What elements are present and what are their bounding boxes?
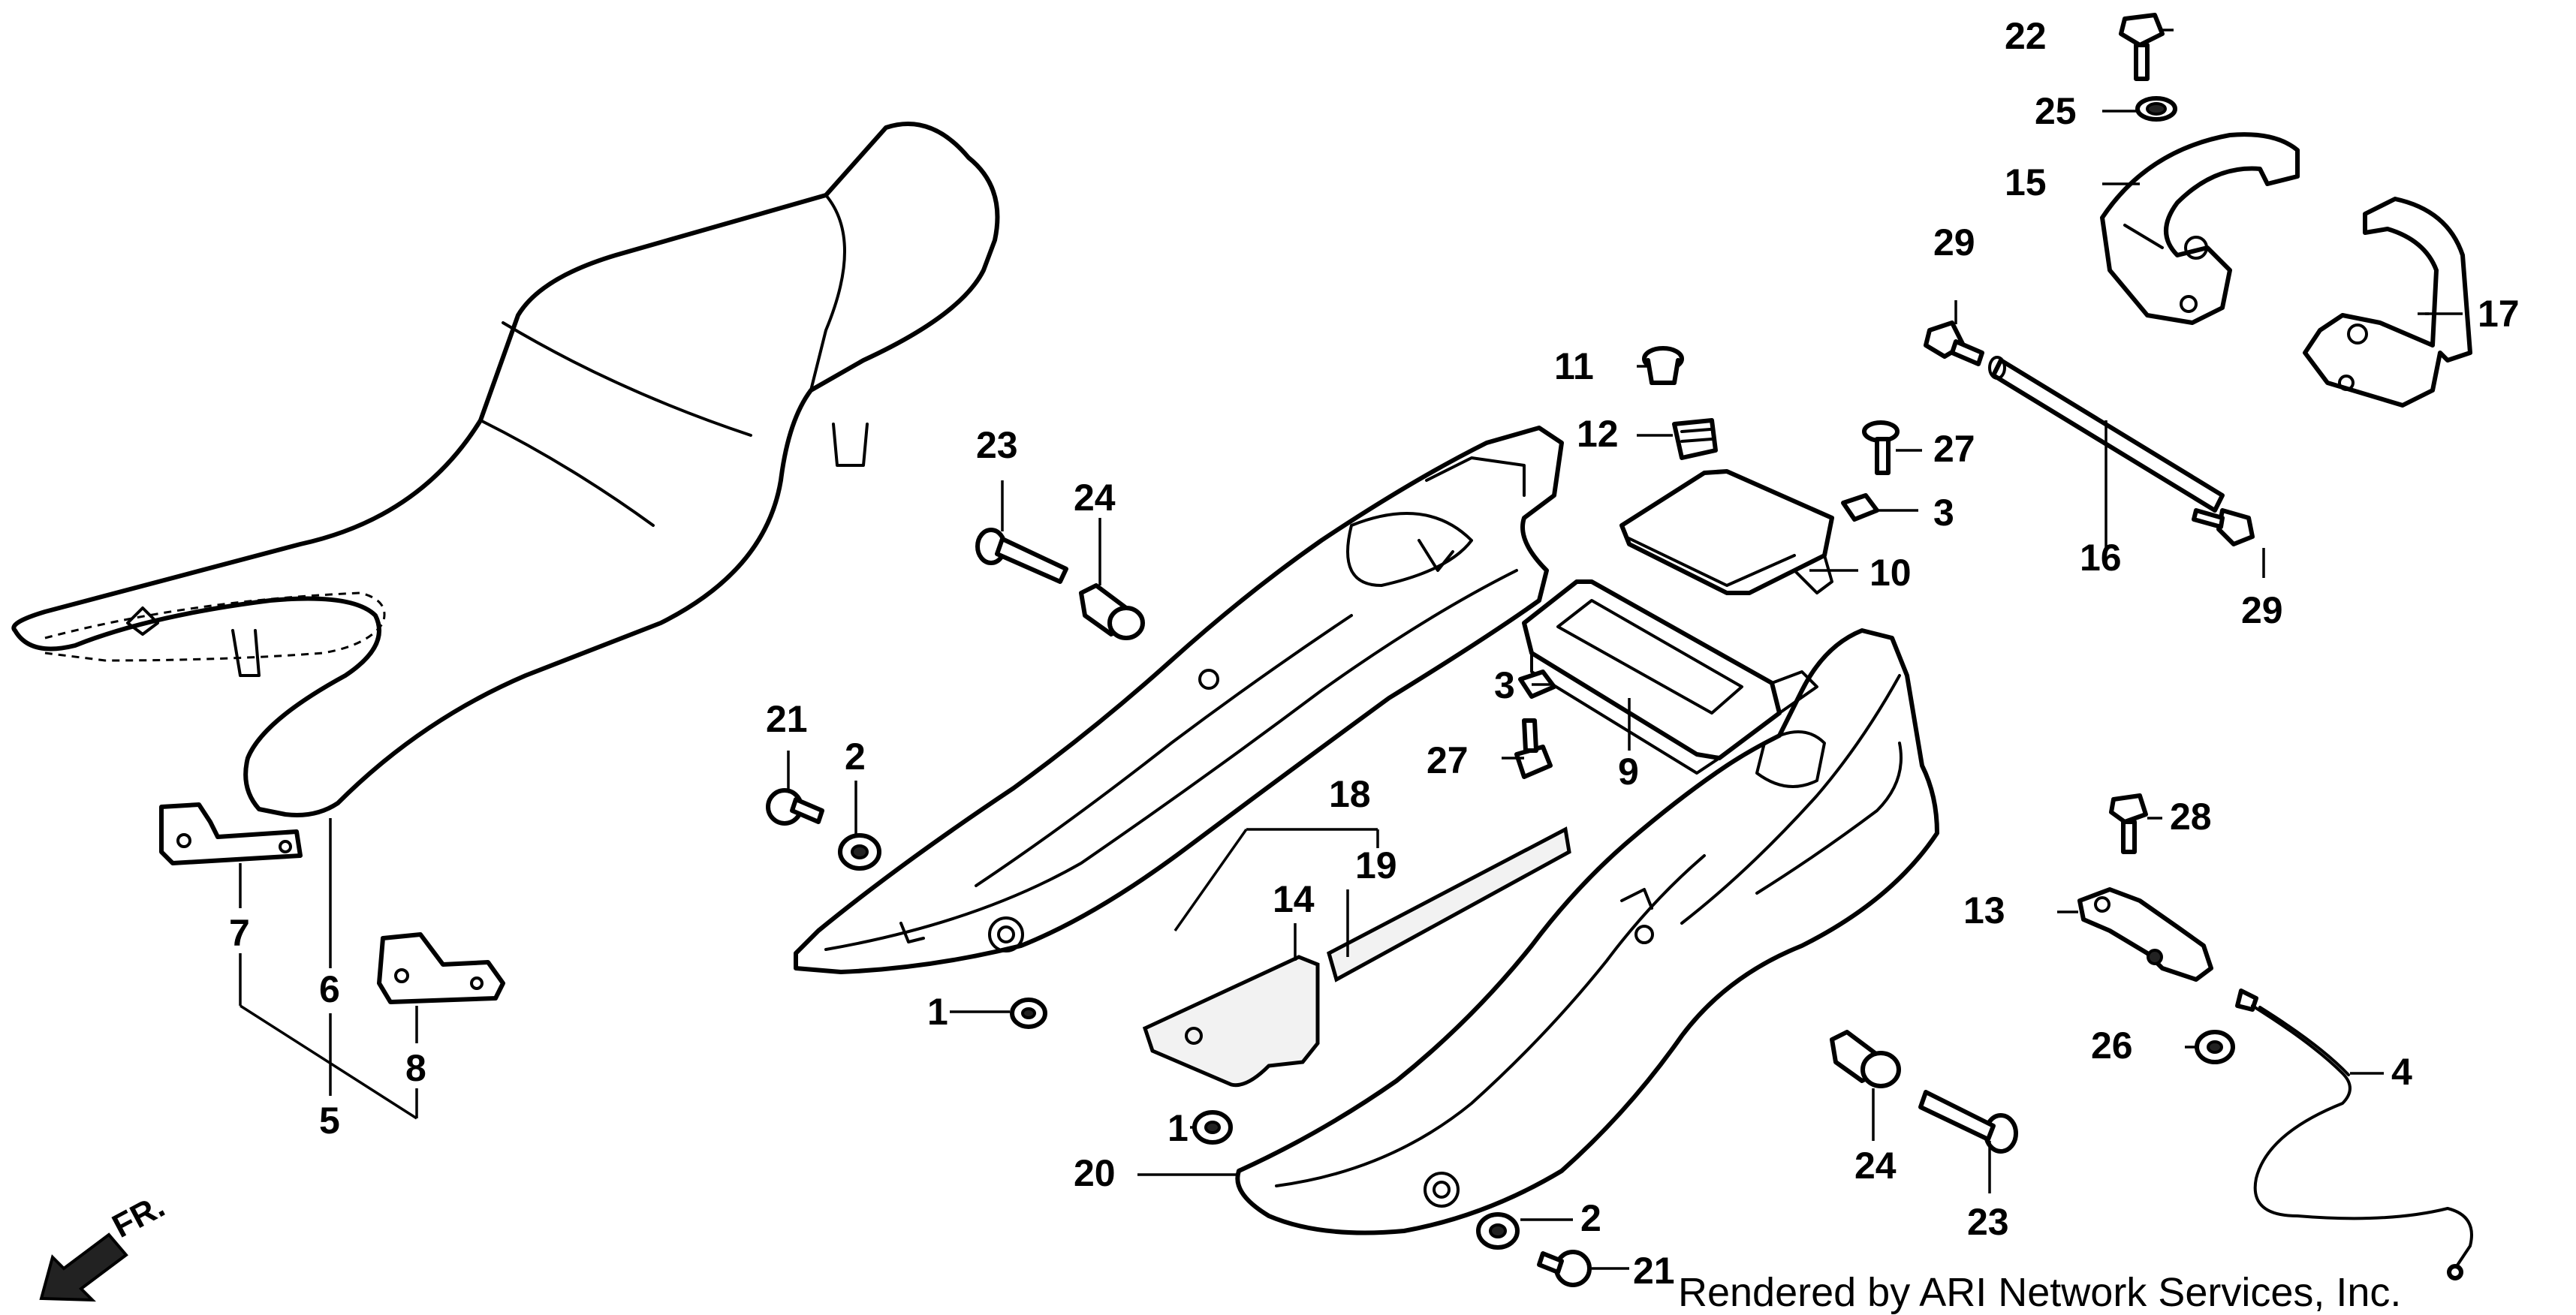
seat-lock — [2077, 887, 2213, 982]
callout-21-lower: 21 — [1633, 1250, 1675, 1292]
grab-rail-right — [2100, 132, 2300, 325]
callout-6: 6 — [319, 968, 340, 1010]
callout-11: 11 — [1554, 345, 1594, 387]
callout-17: 17 — [2478, 293, 2520, 335]
callout-2-lower: 2 — [1580, 1197, 1601, 1239]
callout-13: 13 — [1963, 889, 2005, 931]
collar-24-upper — [1079, 583, 1145, 640]
callout-8: 8 — [405, 1047, 426, 1089]
emblem-pad — [1142, 955, 1320, 1088]
screw-21-lower — [1537, 1250, 1592, 1287]
grommet-2-upper — [838, 833, 881, 871]
callout-3-lower: 3 — [1494, 664, 1515, 706]
callout-29-lower: 29 — [2241, 589, 2283, 631]
seat-catch-cover — [1619, 469, 1834, 595]
grommet-12 — [1672, 418, 1718, 460]
callout-1-lower: 1 — [1167, 1107, 1189, 1149]
callout-5: 5 — [319, 1100, 340, 1142]
seat-leaders — [239, 818, 418, 1120]
callout-14: 14 — [1273, 878, 1315, 920]
grommet-1-lower — [1192, 1110, 1233, 1145]
callout-28: 28 — [2170, 796, 2212, 838]
callout-24-lower: 24 — [1854, 1145, 1897, 1187]
callout-4: 4 — [2391, 1051, 2412, 1093]
callout-25: 25 — [2035, 90, 2077, 132]
grab-rail-rod — [1988, 356, 2225, 513]
callout-15: 15 — [2005, 161, 2047, 203]
bolt-23-lower — [1918, 1090, 2018, 1154]
callout-19: 19 — [1355, 844, 1397, 886]
bolt-29-lower — [2192, 508, 2255, 546]
grommet-26 — [2195, 1030, 2235, 1064]
front-label: FR. — [107, 1187, 171, 1245]
callout-21-upper: 21 — [766, 698, 808, 740]
bolt-22 — [2119, 13, 2165, 81]
seat-bracket-left — [159, 802, 303, 865]
bolt-28 — [2109, 793, 2148, 854]
callout-1-upper: 1 — [927, 991, 948, 1033]
seat — [11, 122, 1000, 817]
bolt-29-upper — [1924, 320, 1984, 366]
side-cover-stripe — [1327, 826, 1571, 982]
grab-rail-left — [2303, 197, 2472, 408]
callout-7: 7 — [229, 912, 250, 954]
callout-27-lower: 27 — [1427, 739, 1469, 781]
side-cover-left — [794, 426, 1564, 974]
callout-labels: 22 25 15 29 17 16 29 11 12 27 3 10 3 27 … — [229, 15, 2520, 1292]
callout-12: 12 — [1577, 413, 1619, 455]
collar-11 — [1642, 346, 1684, 385]
seat-bracket-right — [377, 932, 505, 1004]
callout-23-upper: 23 — [976, 424, 1018, 466]
screw-21-upper — [766, 788, 824, 826]
collar-25 — [2135, 96, 2177, 122]
callout-22: 22 — [2005, 15, 2047, 57]
grommet-1-upper — [1010, 998, 1047, 1029]
leader-lines — [787, 29, 2463, 1270]
bolt-23-upper — [975, 528, 1068, 584]
render-credit: Rendered by ARI Network Services, Inc. — [1678, 1270, 2401, 1315]
collar-24-lower — [1830, 1030, 1901, 1088]
tool-tray — [1522, 579, 1818, 775]
callout-3-upper: 3 — [1933, 492, 1954, 534]
callout-23-lower: 23 — [1967, 1201, 2009, 1243]
callout-9: 9 — [1618, 751, 1639, 793]
front-direction-indicator: FR. — [39, 1187, 171, 1302]
callout-16: 16 — [2080, 537, 2122, 579]
screw-27-upper — [1862, 420, 1900, 475]
callout-10: 10 — [1869, 552, 1912, 594]
callout-18: 18 — [1329, 773, 1371, 815]
front-arrow-icon — [39, 1232, 128, 1302]
callout-26: 26 — [2091, 1025, 2133, 1067]
callout-2-upper: 2 — [845, 736, 866, 778]
clip-3-upper — [1841, 493, 1879, 522]
seat-lock-cable — [2235, 989, 2473, 1280]
grommet-2-lower — [1476, 1212, 1520, 1250]
callout-20: 20 — [1074, 1152, 1116, 1194]
callout-27-upper: 27 — [1933, 428, 1975, 470]
callout-29-upper: 29 — [1933, 221, 1975, 263]
screw-27-lower — [1514, 718, 1553, 779]
callout-24-upper: 24 — [1074, 477, 1116, 519]
side-cover-right — [1235, 628, 1939, 1235]
